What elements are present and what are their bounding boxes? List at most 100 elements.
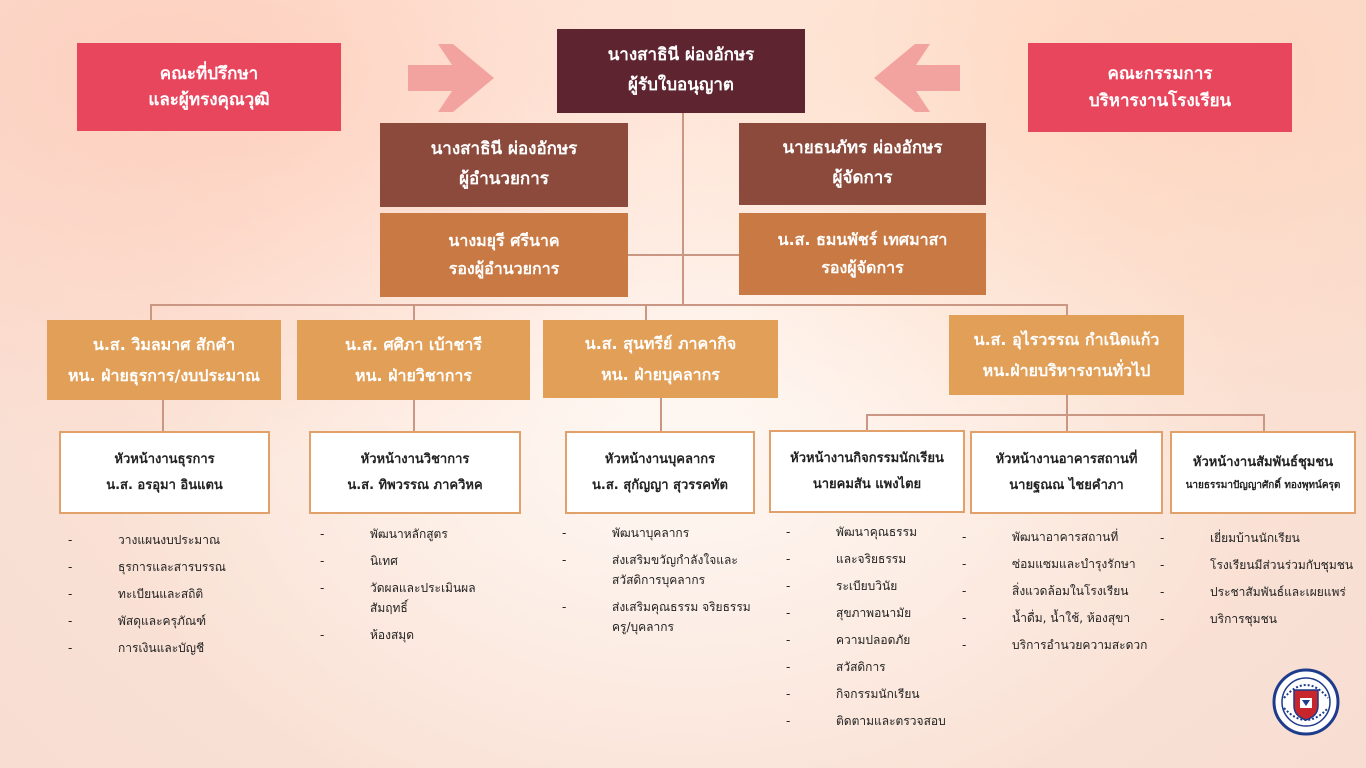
task-text: และจริยธรรม: [836, 552, 907, 566]
task-item: - และจริยธรรม: [786, 549, 946, 569]
task-bullet: -: [786, 525, 791, 539]
advisors-box: คณะที่ปรึกษา และผู้ทรงคุณวุฒิ: [77, 43, 341, 131]
connector-dept1-drop: [150, 304, 152, 321]
task-bullet: -: [562, 600, 567, 614]
task-text: สิ่งแวดล้อมในโรงเรียน: [1012, 584, 1129, 598]
arrow-right-icon: [408, 44, 494, 112]
task-item: -พัฒนาหลักสูตร: [320, 524, 476, 544]
task-text: นิเทศ: [370, 554, 398, 568]
task-text: สุขภาพอนามัย: [836, 606, 912, 620]
task-text: บริการอำนวยความสะดวก: [1012, 638, 1148, 652]
connector-dept2-drop: [413, 304, 415, 321]
deputy-director-box: นางมยุรี ศรีนาค รองผู้อำนวยการ: [380, 213, 628, 297]
task-item: - พัสดุและครุภัณฑ์: [68, 611, 226, 631]
task-item: -ส่งเสริมคุณธรรม จริยธรรมครู/บุคลากร: [562, 597, 751, 637]
task-text: พัสดุและครุภัณฑ์: [118, 614, 207, 628]
deputy-manager-name: น.ส. ธมนพัชร์ เทศมาสา: [777, 230, 948, 249]
director-box: นางสาธินี ผ่องอักษร ผู้อำนวยการ: [380, 123, 628, 207]
department-name: น.ส. อุไรวรรณ กำเนิดแก้ว: [973, 329, 1160, 349]
task-bullet: -: [786, 552, 791, 566]
task-text: สัมฤทธิ์: [370, 601, 408, 615]
deputy-director-name: นางมยุรี ศรีนาค: [448, 231, 560, 250]
task-item: -การเงินและบัญชี: [68, 638, 226, 658]
task-text: วัดผลและประเมินผล: [370, 581, 476, 595]
task-bullet: -: [786, 714, 791, 728]
task-text: ความปลอดภัย: [836, 633, 911, 647]
task-item: - บริการอำนวยความสะดวก: [962, 635, 1147, 655]
task-bullet: -: [320, 527, 325, 541]
task-text: พัฒนาคุณธรรม: [836, 525, 917, 539]
unit-personnel: หัวหน้างานบุคลากร น.ส. สุกัญญา สุวรรคทัต: [565, 431, 755, 514]
connector-unit5-drop: [1066, 414, 1068, 432]
task-list-buildings: -พัฒนาอาคารสถานที่-ซ่อมแซมและบำรุงรักษา-…: [962, 527, 1147, 662]
task-text: การเงินและบัญชี: [118, 641, 205, 655]
task-bullet: -: [1160, 558, 1165, 572]
task-item: - ติดตามและตรวจสอบ: [786, 711, 946, 731]
task-text: ระเบียบวินัย: [836, 579, 898, 593]
department-personnel: น.ส. สุนทรีย์ ภาคากิจ หน. ฝ่ายบุคลากร: [543, 320, 778, 398]
task-item: -สวัสดิการ: [786, 657, 946, 677]
task-bullet: -: [962, 557, 967, 571]
manager-role: ผู้จัดการ: [832, 168, 893, 188]
task-item: -ห้องสมุด: [320, 625, 476, 645]
unit-student-activities: หัวหน้างานกิจกรรมนักเรียน นายคมสัน แพงไต…: [769, 430, 965, 513]
unit-community: หัวหน้างานสัมพันธ์ชุมชน นายธรรมาปัญญาศัก…: [1170, 431, 1356, 514]
connector-licensee-stem: [682, 112, 684, 255]
director-role: ผู้อำนวยการ: [459, 169, 549, 189]
task-item: - โรงเรียนมีส่วนร่วมกับชุมชน: [1160, 555, 1353, 575]
deputy-manager-role: รองผู้จัดการ: [821, 258, 904, 277]
task-text: กิจกรรมนักเรียน: [836, 687, 920, 701]
department-admin-budget: น.ส. วิมลมาศ สักคำ หน. ฝ่ายธุรการ/งบประม…: [47, 320, 281, 400]
licensee-role: ผู้รับใบอนุญาต: [628, 75, 734, 95]
task-text: สวัสดิการบุคลากร: [612, 573, 706, 587]
committee-box: คณะกรรมการ บริหารงานโรงเรียน: [1028, 43, 1292, 132]
department-role: หน. ฝ่ายบุคลากร: [601, 365, 720, 384]
task-bullet: -: [786, 579, 791, 593]
task-text: น้ำดื่ม, น้ำใช้, ห้องสุขา: [1012, 611, 1131, 625]
task-bullet: -: [68, 587, 73, 601]
connector-unit4-drop: [866, 414, 868, 431]
task-text: วางแผนงบประมาณ: [118, 533, 221, 547]
task-text: ส่งเสริมขวัญกำลังใจและ: [612, 553, 738, 567]
unit-title: หัวหน้างานกิจกรรมนักเรียน: [790, 450, 944, 466]
connector-dept3-unit: [660, 397, 662, 432]
task-bullet: -: [320, 581, 325, 595]
connector-dept4-drop: [1066, 304, 1068, 316]
committee-line1: คณะกรรมการ: [1107, 64, 1213, 85]
task-item: -นิเทศ: [320, 551, 476, 571]
deputy-manager-box: น.ส. ธมนพัชร์ เทศมาสา รองผู้จัดการ: [739, 213, 986, 295]
department-role: หน.ฝ่ายบริหารงานทั่วไป: [982, 361, 1151, 380]
connector-dept4-stem: [1066, 394, 1068, 415]
task-list-student-activities: -พัฒนาคุณธรรม-และจริยธรรม-ระเบียบวินัย-ส…: [786, 522, 946, 738]
licensee-box: นางสาธินี ผ่องอักษร ผู้รับใบอนุญาต: [557, 29, 805, 113]
department-role: หน. ฝ่ายธุรการ/งบประมาณ: [67, 366, 261, 385]
department-general: น.ส. อุไรวรรณ กำเนิดแก้ว หน.ฝ่ายบริหารงา…: [949, 315, 1184, 395]
task-bullet: -: [962, 530, 967, 544]
task-item: -ธุรการและสารบรรณ: [68, 557, 226, 577]
task-item: - พัฒนาอาคารสถานที่: [962, 527, 1147, 547]
task-item: -วางแผนงบประมาณ: [68, 530, 226, 550]
task-item: -เยี่ยมบ้านนักเรียน: [1160, 528, 1353, 548]
task-item: - ความปลอดภัย: [786, 630, 946, 650]
task-item: -ประชาสัมพันธ์และเผยแพร่: [1160, 582, 1353, 602]
task-bullet: -: [68, 614, 73, 628]
task-bullet: -: [786, 633, 791, 647]
task-bullet: -: [786, 687, 791, 701]
connector-dept1-unit: [162, 399, 164, 432]
task-list-personnel: -พัฒนาบุคลากร-ส่งเสริมขวัญกำลังใจและสวัส…: [562, 523, 751, 644]
task-text: ติดตามและตรวจสอบ: [836, 714, 946, 728]
task-text: พัฒนาอาคารสถานที่: [1012, 530, 1119, 544]
task-bullet: -: [1160, 585, 1165, 599]
unit-academic: หัวหน้างานวิชาการ น.ส. ทิพวรรณ ภาควิหค: [309, 431, 521, 514]
task-text: โรงเรียนมีส่วนร่วมกับชุมชน: [1210, 558, 1354, 572]
task-text: พัฒนาบุคลากร: [612, 526, 690, 540]
connector-dept3-drop: [645, 304, 647, 321]
unit-person: นายฐณณ ไชยคำภา: [1009, 477, 1124, 493]
task-item: - กิจกรรมนักเรียน: [786, 684, 946, 704]
manager-box: นายธนภัทร ผ่องอักษร ผู้จัดการ: [739, 123, 986, 205]
task-list-admin: -วางแผนงบประมาณ-ธุรการและสารบรรณ-ทะเบียน…: [68, 530, 226, 665]
task-item: -สิ่งแวดล้อมในโรงเรียน: [962, 581, 1147, 601]
licensee-name: นางสาธินี ผ่องอักษร: [607, 45, 755, 66]
task-bullet: -: [962, 638, 967, 652]
connector-main-stem: [682, 255, 684, 305]
